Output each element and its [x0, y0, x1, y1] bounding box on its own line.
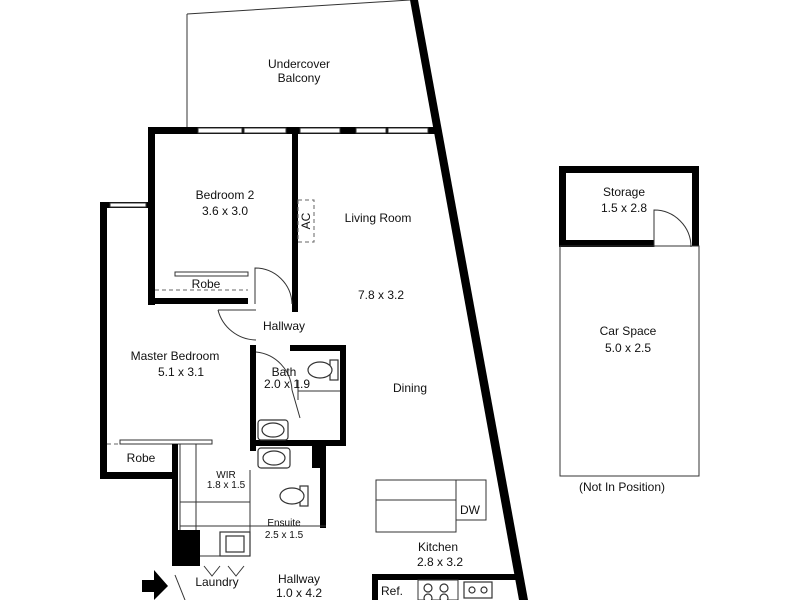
ensuite-size: 2.5 x 1.5 [265, 530, 304, 541]
bath-name: Bath [272, 365, 297, 379]
hallway-bottom-size: 1.0 x 4.2 [276, 586, 322, 600]
car-space-size: 5.0 x 2.5 [605, 341, 651, 355]
bath-walls [250, 345, 346, 446]
car-space-name: Car Space [600, 324, 657, 338]
storage-size: 1.5 x 2.8 [601, 201, 647, 215]
dw-label: DW [460, 503, 481, 517]
ensuite-walls [179, 444, 326, 540]
storage-name: Storage [603, 185, 645, 199]
balcony-label: Undercover [268, 57, 330, 71]
kitchen-name: Kitchen [418, 540, 458, 554]
bedroom2-size: 3.6 x 3.0 [202, 204, 248, 218]
wir-size: 1.8 x 1.5 [207, 480, 246, 491]
wir-name: WIR [216, 470, 235, 481]
hallway-top-label: Hallway [263, 319, 305, 333]
kitchen-fixtures [372, 479, 522, 600]
living-size: 7.8 x 3.2 [358, 288, 404, 302]
exterior-diagonal-wall [410, 0, 528, 600]
laundry-label: Laundry [195, 575, 238, 589]
living-name: Living Room [345, 211, 412, 225]
laundry-walls [194, 530, 251, 577]
master-bedroom-walls [100, 202, 257, 566]
master-bedroom-size: 5.1 x 3.1 [158, 365, 204, 379]
master-bedroom-name: Master Bedroom [131, 349, 220, 363]
bedroom2-walls [148, 127, 298, 312]
kitchen-size: 2.8 x 3.2 [417, 555, 463, 569]
balcony-label-2: Balcony [278, 71, 321, 85]
dining-label: Dining [393, 381, 427, 395]
robe-label-2: Robe [127, 451, 156, 465]
not-in-position-label: (Not In Position) [579, 480, 665, 494]
ensuite-name: Ensuite [267, 518, 301, 529]
storage-walls [559, 166, 699, 248]
robe-label-1: Robe [192, 277, 221, 291]
bedroom2-name: Bedroom 2 [196, 188, 255, 202]
car-space-outline [559, 245, 700, 477]
bath-size: 2.0 x 1.9 [264, 377, 310, 391]
hallway-bottom-name: Hallway [278, 572, 320, 586]
entry-arrow-icon [142, 570, 168, 600]
balcony-outline [186, 0, 411, 128]
ac-label: AC [299, 212, 313, 229]
ac-unit [297, 199, 315, 243]
ref-label: Ref. [381, 584, 403, 598]
